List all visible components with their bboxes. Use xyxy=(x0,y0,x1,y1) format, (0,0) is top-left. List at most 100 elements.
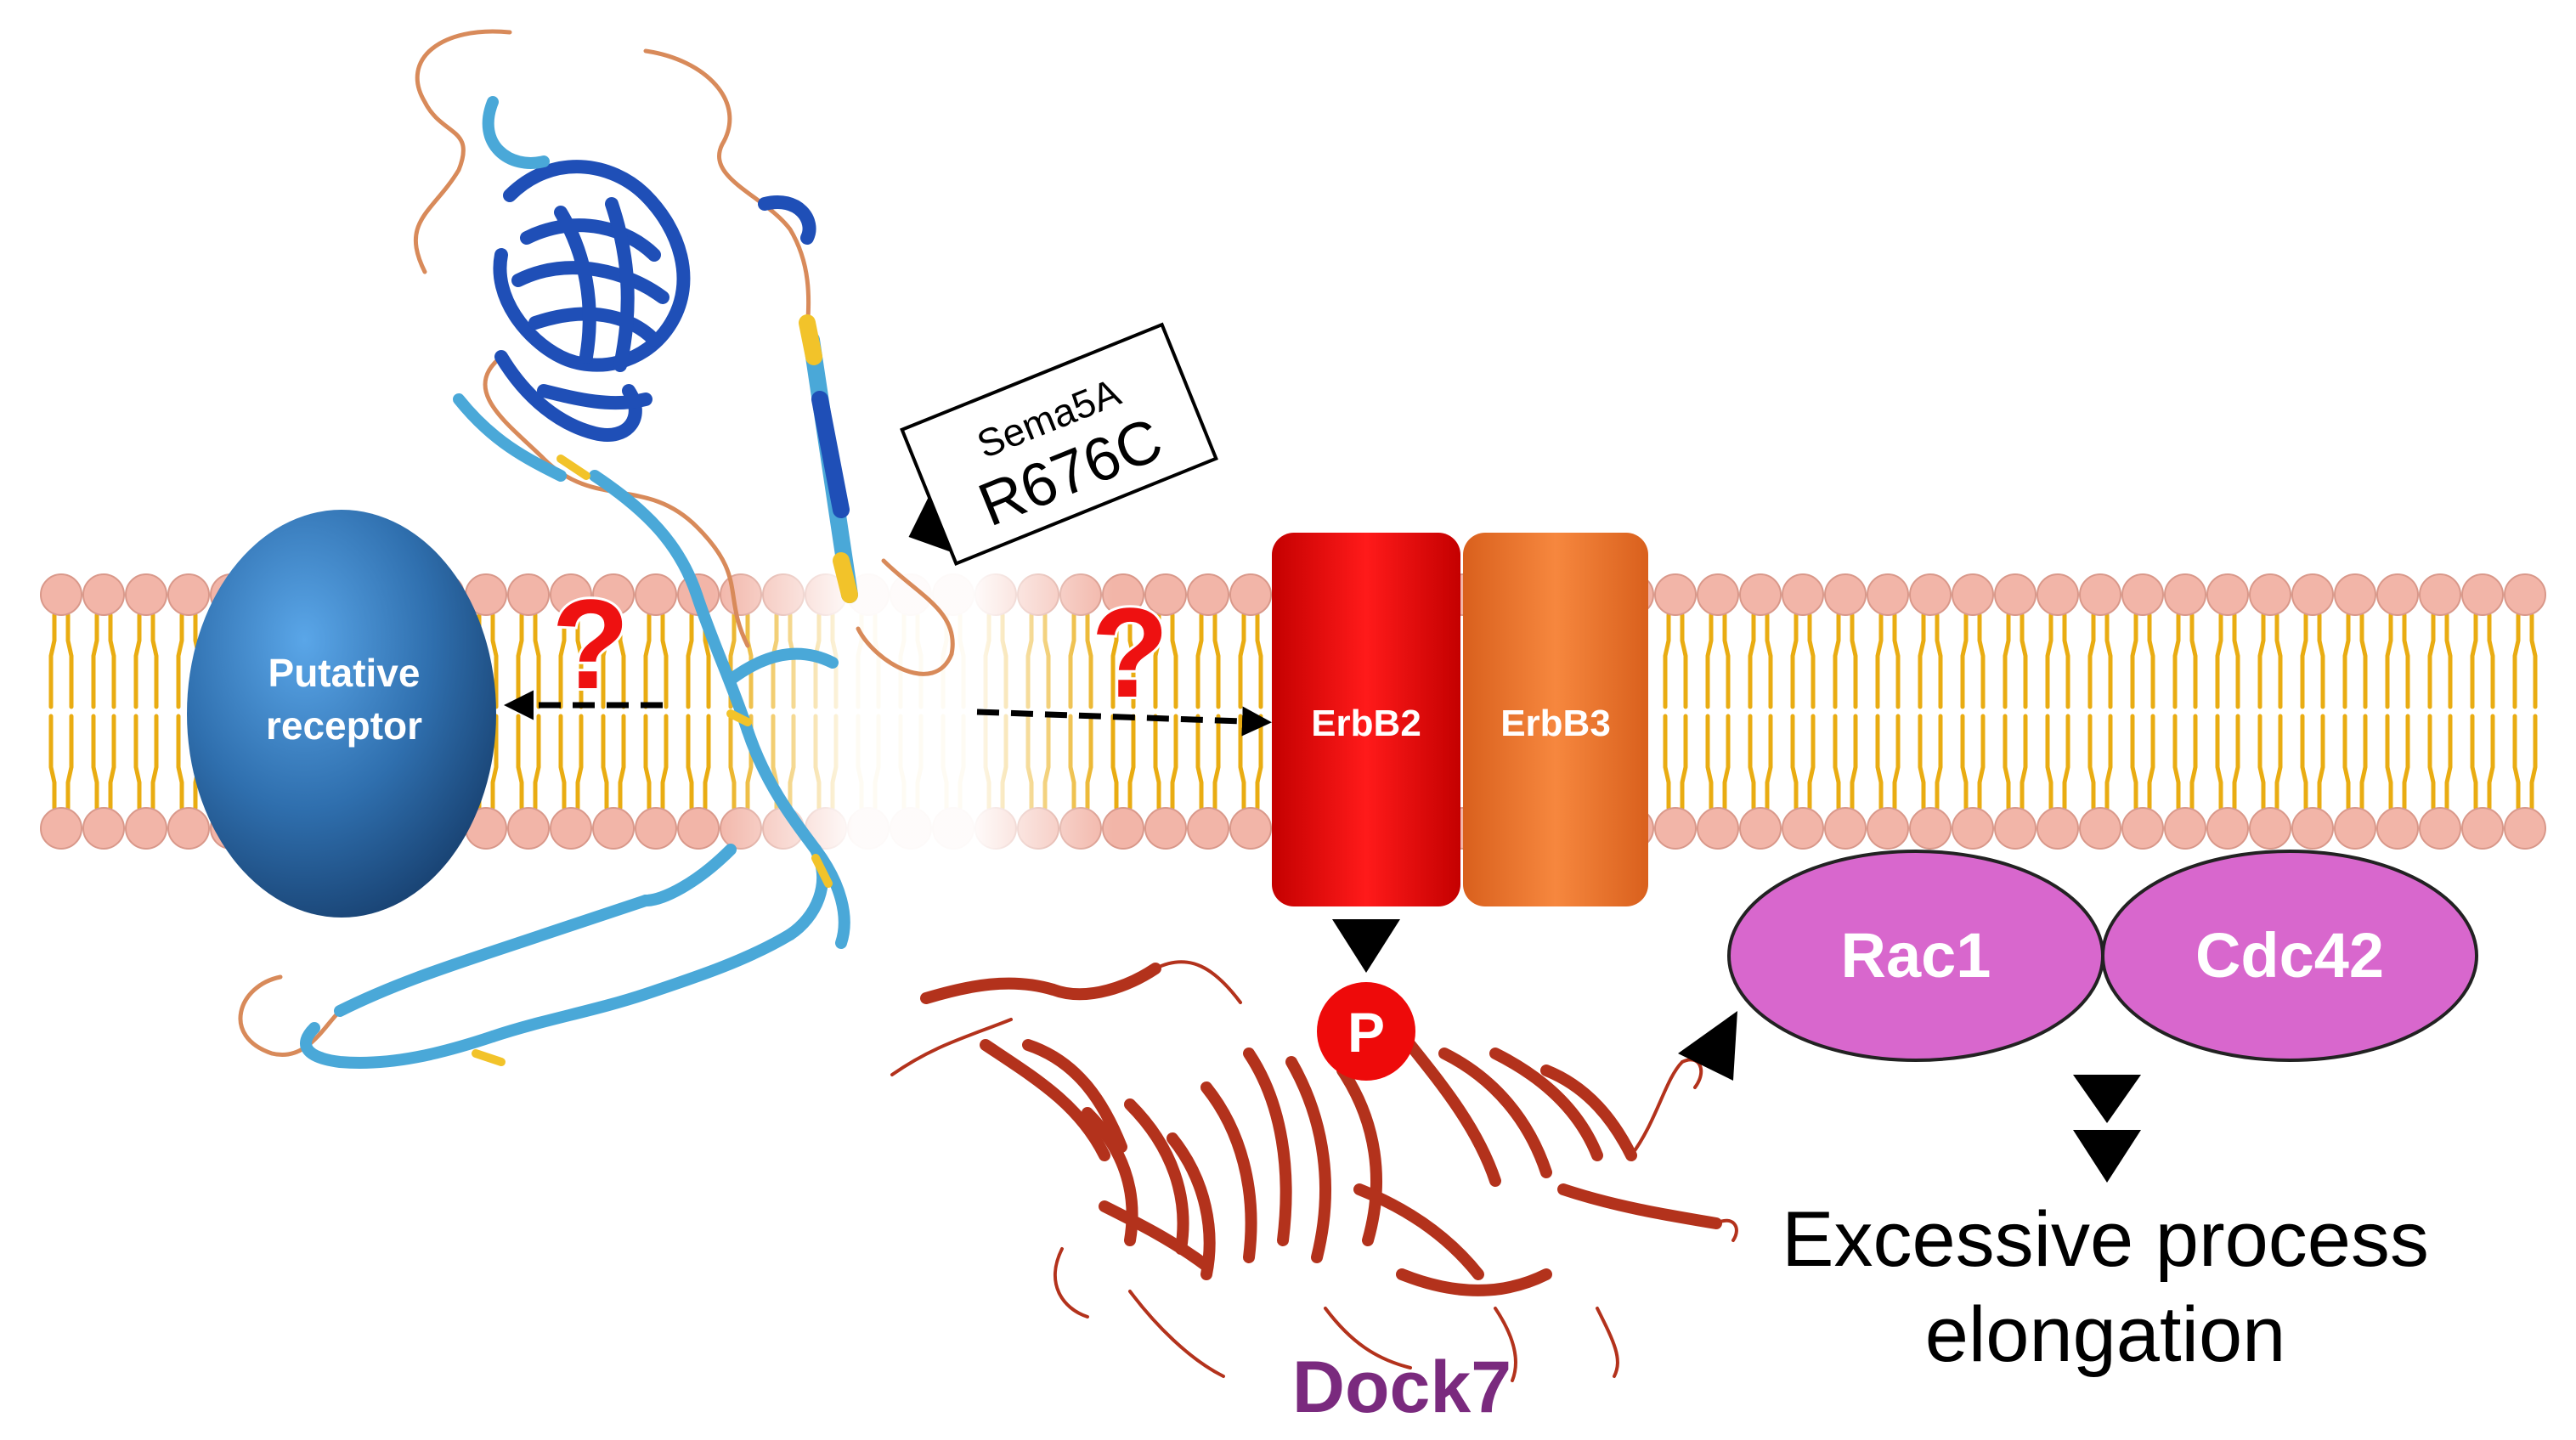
lipid-head xyxy=(2121,807,2164,850)
lipid-head xyxy=(1739,573,1782,616)
lipid-head xyxy=(2249,573,2291,616)
lipid-head xyxy=(2291,807,2334,850)
lipid-tail xyxy=(133,613,142,709)
lipid-tail xyxy=(660,714,669,810)
lipid-tail xyxy=(1875,613,1884,709)
lipid-tail xyxy=(133,714,142,810)
lipid-tail xyxy=(1892,714,1901,810)
sema5a-protein-structure-icon xyxy=(238,29,955,1069)
lipid-tail xyxy=(516,613,524,709)
lipid-tail xyxy=(108,613,116,709)
lipid-head xyxy=(1654,807,1697,850)
lipid-tail xyxy=(490,714,499,810)
lipid-head xyxy=(2121,573,2164,616)
lipid-head xyxy=(1952,807,1994,850)
lipid-head xyxy=(2079,573,2121,616)
lipid-tail xyxy=(618,613,626,709)
lipid-tail xyxy=(48,613,57,709)
lipid-tail xyxy=(2104,714,2113,810)
lipid-head xyxy=(1144,573,1187,616)
lipid-tail xyxy=(2130,613,2138,709)
lipid-tail xyxy=(2385,714,2393,810)
putative-receptor-label-line2: receptor xyxy=(266,703,422,748)
lipid-tail xyxy=(2529,613,2538,709)
lipid-tail xyxy=(1833,613,1841,709)
lipid-tail xyxy=(2104,613,2113,709)
lipid-tail xyxy=(533,714,541,810)
lipid-tail xyxy=(2172,714,2181,810)
lipid-head xyxy=(2291,573,2334,616)
lipid-head xyxy=(1824,807,1867,850)
lipid-head xyxy=(1952,573,1994,616)
lipid-head xyxy=(2376,807,2419,850)
lipid-tail xyxy=(1850,714,1858,810)
lipid-tail xyxy=(1722,714,1731,810)
lipid-tail xyxy=(1705,714,1714,810)
lipid-head xyxy=(167,807,210,850)
lipid-tail xyxy=(643,714,652,810)
lipid-head xyxy=(2037,807,2079,850)
dashed-arrow-to-erbb2 xyxy=(976,706,1272,737)
lipid-tail xyxy=(533,613,541,709)
arrowhead-erbb2-to-dock7 xyxy=(1332,919,1400,973)
lipid-head xyxy=(2419,573,2461,616)
lipid-head xyxy=(2164,807,2206,850)
lipid-tail xyxy=(2130,714,2138,810)
phosphorylation-badge: P xyxy=(1317,982,1415,1081)
lipid-tail xyxy=(2317,613,2325,709)
lipid-tail xyxy=(2470,714,2478,810)
lipid-head xyxy=(82,807,125,850)
lipid-tail xyxy=(490,613,499,709)
putative-receptor-label-line1: Putative xyxy=(268,651,421,695)
lipid-tail xyxy=(1960,613,1969,709)
lipid-tail xyxy=(1935,613,1943,709)
lipid-tail xyxy=(1833,714,1841,810)
lipid-head xyxy=(1697,573,1739,616)
lipid-tail xyxy=(601,613,609,709)
putative-receptor: Putative receptor xyxy=(187,510,496,918)
lipid-tail xyxy=(2402,714,2410,810)
lipid-head xyxy=(1229,573,1272,616)
lipid-tail xyxy=(618,714,626,810)
lipid-tail xyxy=(643,613,652,709)
lipid-head xyxy=(125,807,167,850)
lipid-tail xyxy=(2020,613,2028,709)
lipid-tail xyxy=(703,714,711,810)
lipid-tail xyxy=(2402,613,2410,709)
lipid-tail xyxy=(1807,613,1816,709)
lipid-head xyxy=(2419,807,2461,850)
erbb2-shape xyxy=(1272,533,1460,906)
erbb2-label: ErbB2 xyxy=(1311,703,1421,744)
lipid-tail xyxy=(1663,714,1671,810)
lipid-tail xyxy=(2087,613,2096,709)
lipid-head xyxy=(1782,573,1824,616)
cdc42-label: Cdc42 xyxy=(2195,920,2384,991)
lipid-tail xyxy=(1195,714,1204,810)
lipid-tail xyxy=(2300,613,2308,709)
lipid-tail xyxy=(2257,714,2266,810)
lipid-tail xyxy=(2232,613,2240,709)
lipid-tail xyxy=(1153,714,1161,810)
lipid-head xyxy=(125,573,167,616)
lipid-tail xyxy=(2172,613,2181,709)
lipid-tail xyxy=(65,714,74,810)
lipid-tail xyxy=(2444,714,2453,810)
putative-receptor-shape xyxy=(187,510,496,918)
lipid-tail xyxy=(2003,714,2011,810)
lipid-tail xyxy=(2062,613,2070,709)
lipid-tail xyxy=(2444,613,2453,709)
lipid-tail xyxy=(2359,714,2368,810)
callout-box xyxy=(900,322,1218,566)
lipid-tail xyxy=(558,613,567,709)
lipid-head xyxy=(550,573,592,616)
outcome-label-line2: elongation xyxy=(1925,1291,2286,1378)
lipid-head xyxy=(1697,807,1739,850)
lipid-tail xyxy=(660,613,669,709)
membrane-fade-region xyxy=(714,544,1113,867)
cdc42-node: Cdc42 xyxy=(2101,850,2478,1062)
lipid-head xyxy=(550,807,592,850)
lipid-tail xyxy=(1238,714,1246,810)
arrowhead-to-outcome-1 xyxy=(2073,1075,2141,1123)
lipid-head xyxy=(1867,573,1909,616)
lipid-head xyxy=(2037,573,2079,616)
